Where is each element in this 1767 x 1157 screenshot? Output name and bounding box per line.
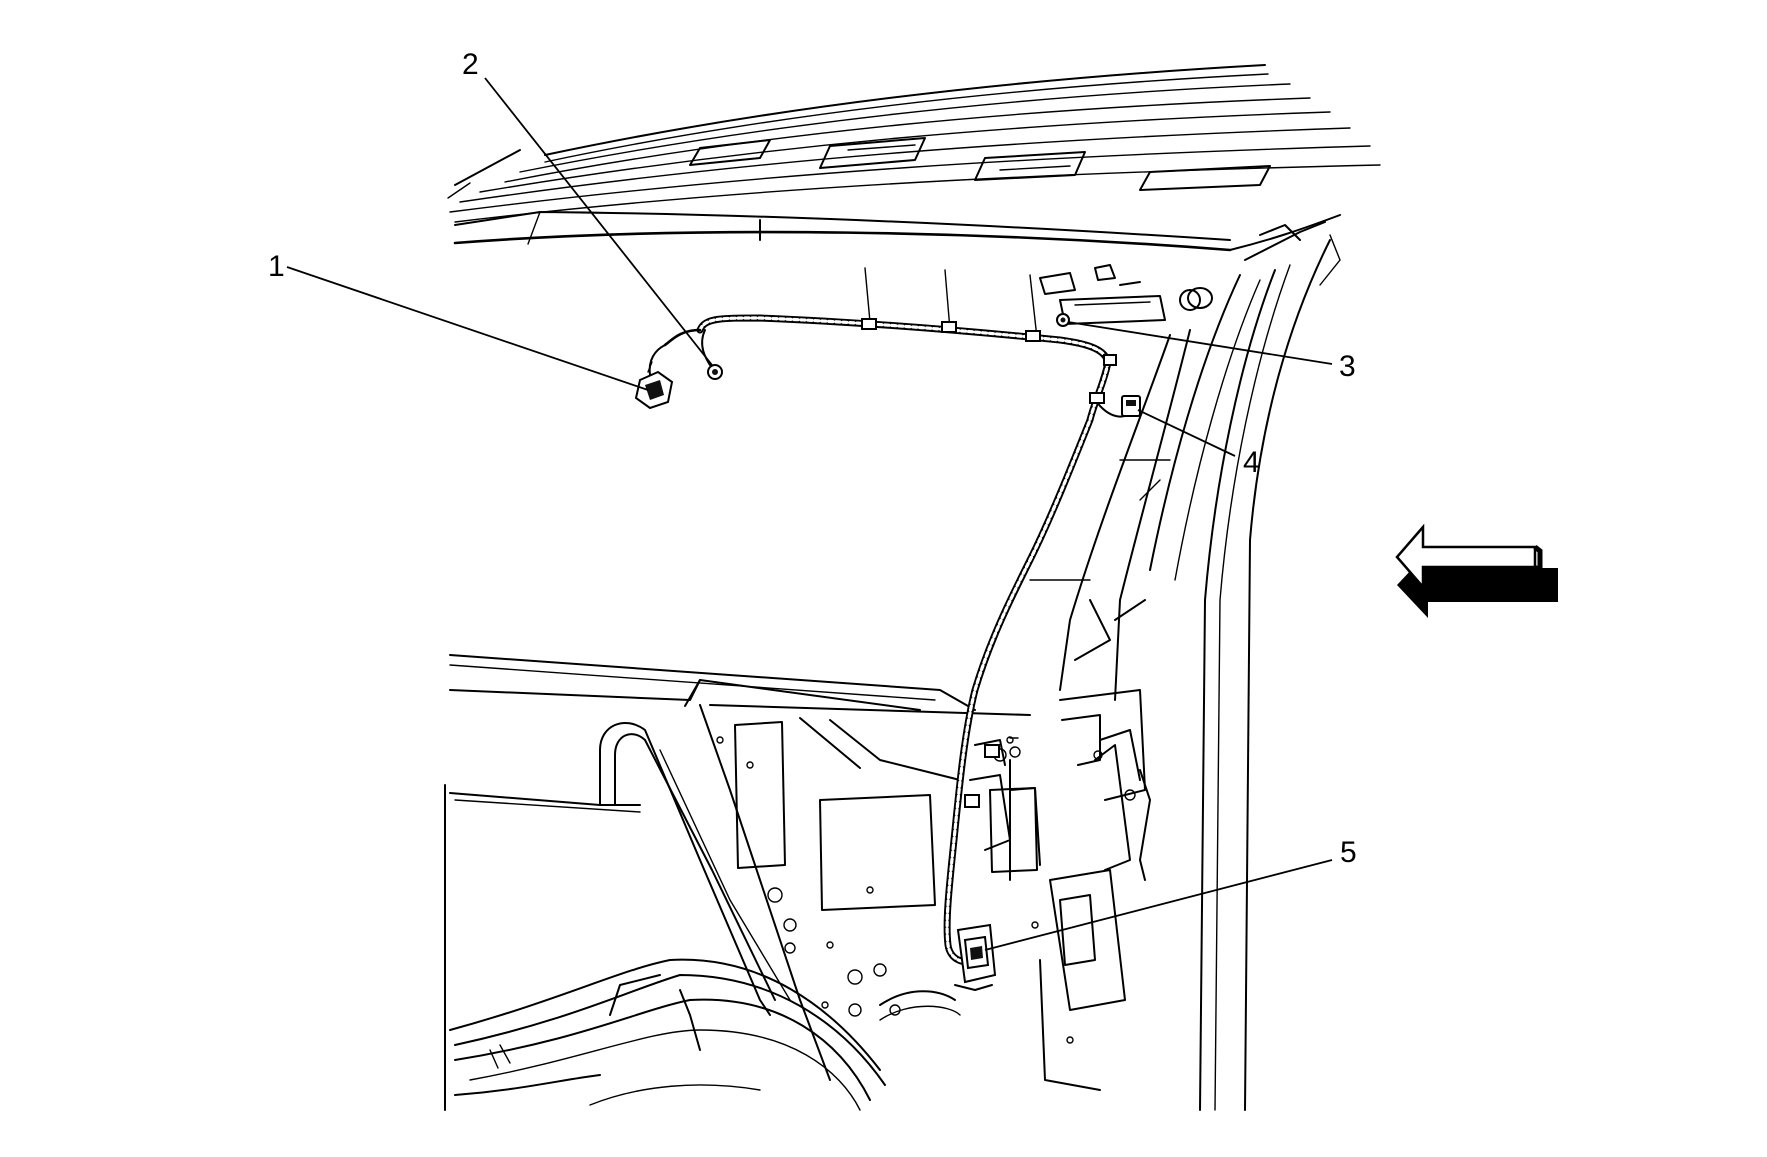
- connector-4: [1121, 395, 1141, 417]
- dash-panel: [444, 654, 1151, 1111]
- wheel-well: [449, 958, 961, 1111]
- wiring-harness: [648, 314, 1136, 966]
- callout-labels: 1 2 3 4 5: [268, 48, 1357, 869]
- leader-line-2: [484, 77, 713, 366]
- leader-line-1: [286, 266, 649, 391]
- leader-line-3: [1067, 321, 1333, 365]
- callout-5: 5: [1340, 836, 1357, 869]
- leader-lines: [286, 77, 1333, 951]
- a-pillar: [1029, 239, 1331, 1111]
- leader-line-5: [984, 859, 1333, 951]
- retainer-3: [1056, 313, 1070, 327]
- ground-bolt-2: [707, 364, 723, 380]
- roof-panel: [447, 64, 1381, 339]
- callout-1: 1: [268, 250, 285, 283]
- connector-5: [954, 923, 997, 991]
- leader-line-4: [1137, 409, 1236, 457]
- left-arrow-icon: [1395, 523, 1558, 618]
- connector-1: [634, 361, 674, 410]
- callout-3: 3: [1339, 350, 1356, 383]
- callout-4: 4: [1243, 446, 1260, 479]
- callout-2: 2: [462, 48, 479, 81]
